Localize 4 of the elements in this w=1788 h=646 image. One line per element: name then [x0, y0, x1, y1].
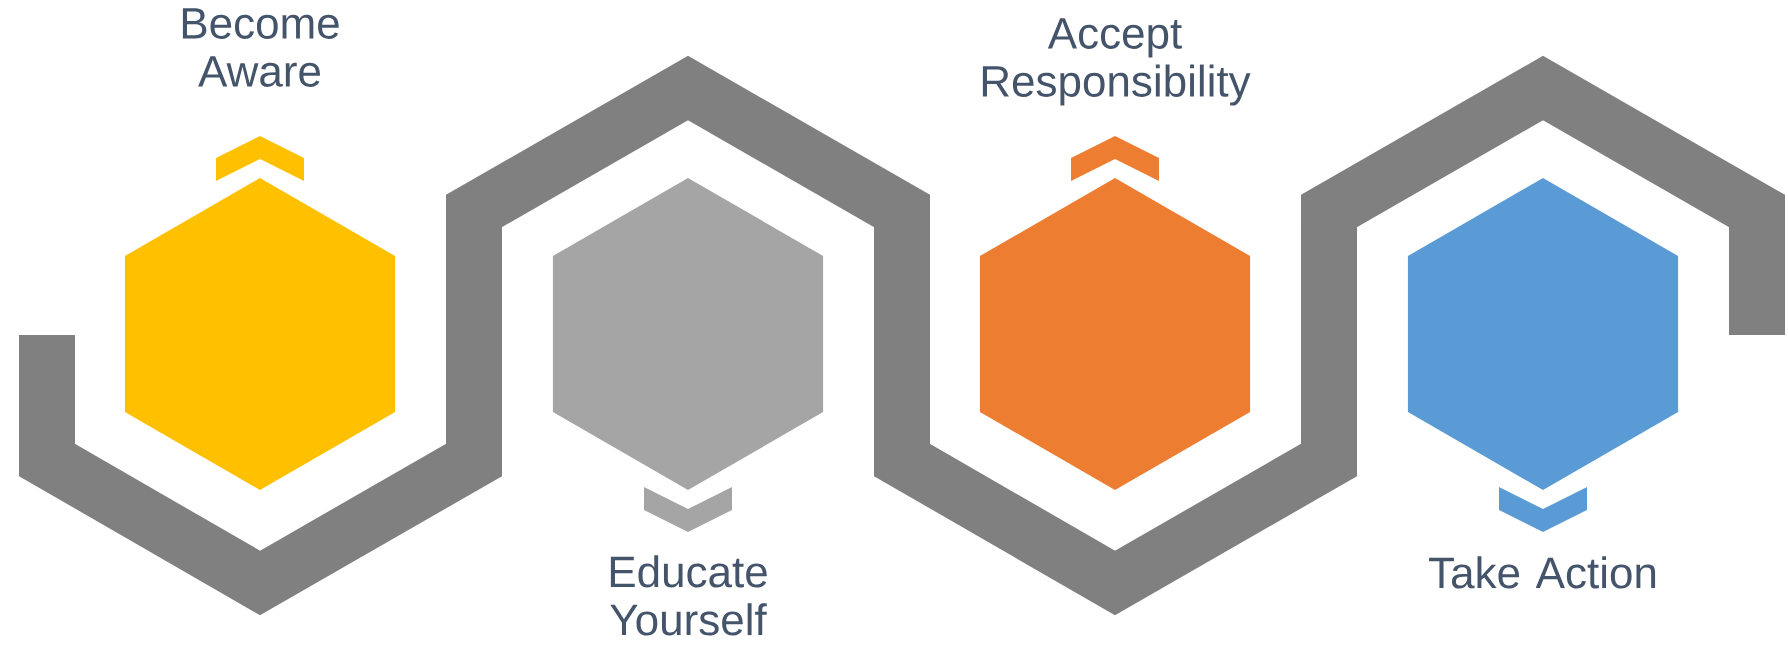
step-label: Take Action [1429, 556, 1656, 589]
step-label: Become Aware [182, 8, 339, 87]
step-label: Accept Responsibility [982, 18, 1251, 106]
step-label: Educate Yourself [610, 555, 767, 636]
